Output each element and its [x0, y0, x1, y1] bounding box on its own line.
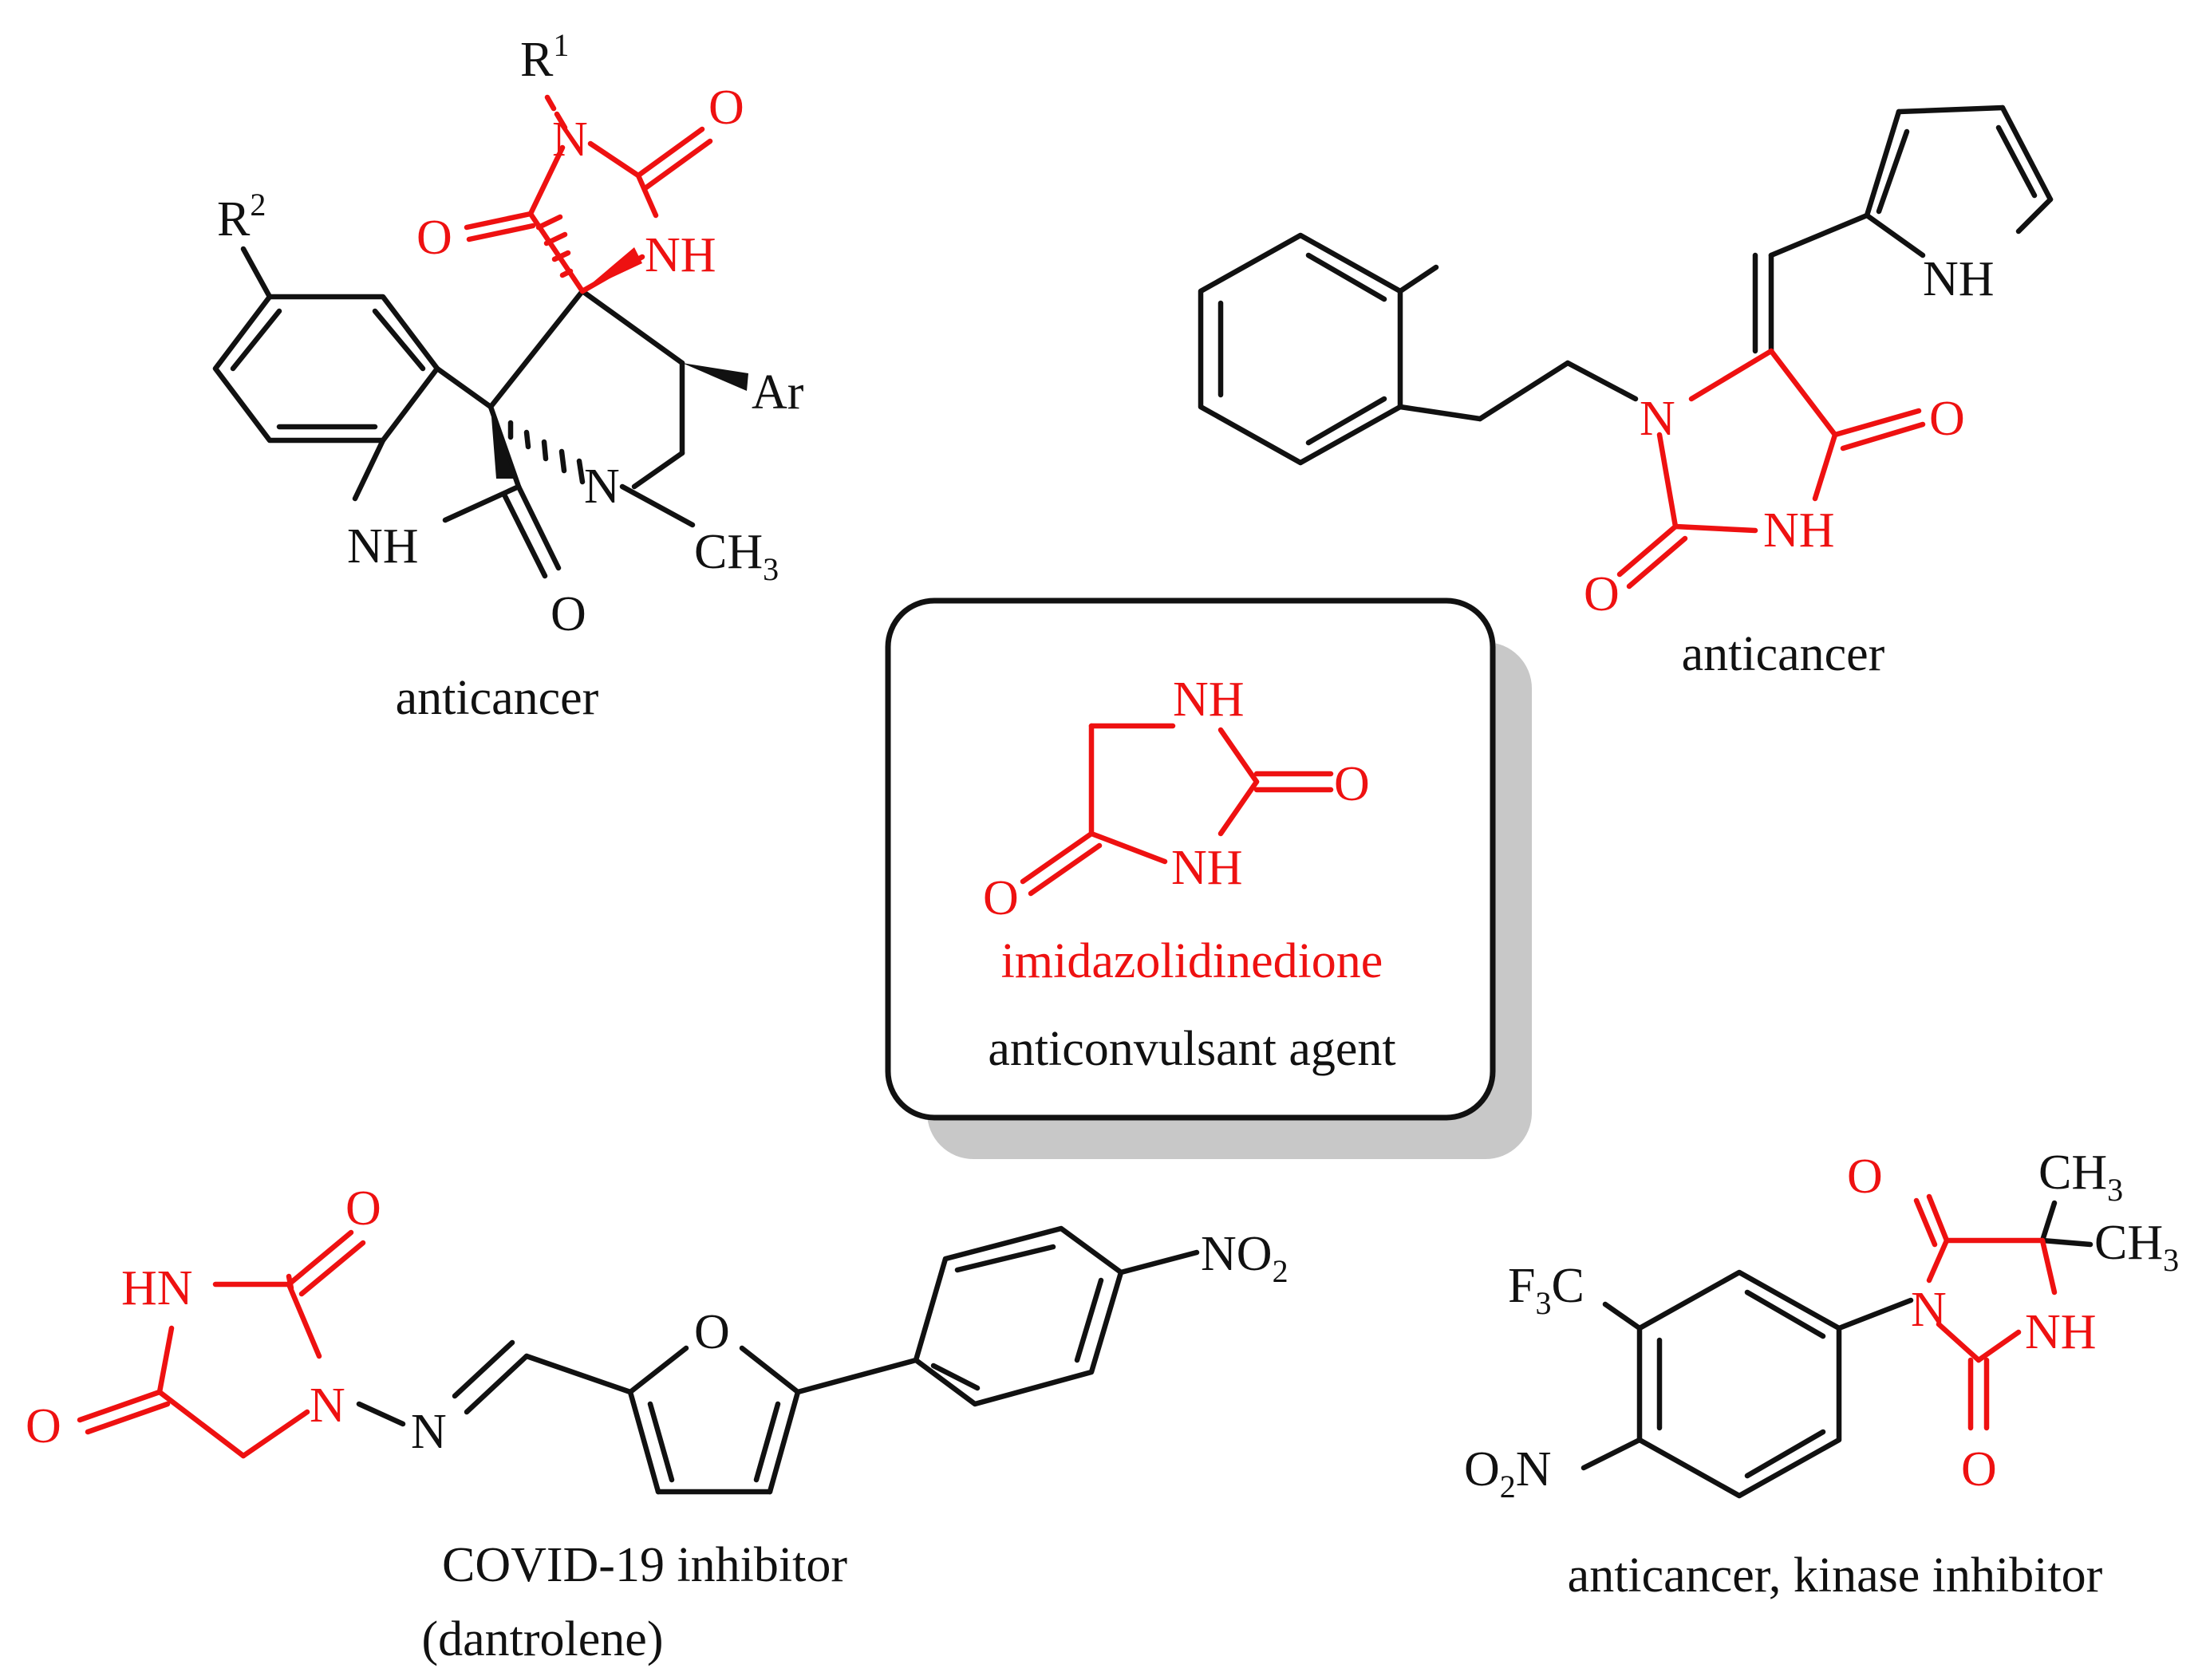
ch3-a-label: CH3	[2038, 1146, 2123, 1208]
top-right-caption: anticancer	[1682, 627, 1885, 681]
bottom-right-hydantoin	[1913, 1193, 2058, 1431]
compound-bottom-right: CH3 CH3 O F3C N NH O2N O anticancer, kin…	[1464, 1146, 2179, 1603]
scaffold-name-label: imidazolidinedione	[1001, 934, 1383, 988]
n-top-label: N	[552, 112, 588, 167]
nh-pyrrole-label: NH	[1923, 252, 1995, 306]
o-left-label: O	[26, 1399, 61, 1453]
wedge-bond-red	[582, 247, 642, 291]
compound-top-right: NH N O NH O anticancer	[1198, 105, 2054, 681]
o-top-label: O	[1847, 1150, 1883, 1204]
box-frame	[885, 597, 1496, 1121]
n-label: N	[1911, 1283, 1947, 1337]
scaffold-nh-top: NH	[1173, 672, 1245, 727]
bottom-left-caption-line2: (dantrolene)	[422, 1612, 664, 1666]
f3c-label: F3C	[1508, 1259, 1584, 1321]
scaffold-activity-label: anticonvulsant agent	[988, 1022, 1395, 1076]
wedge-bond-ar	[682, 363, 748, 391]
o2n-label: O2N	[1464, 1442, 1552, 1505]
n-label: N	[1640, 392, 1675, 446]
o-top-label: O	[345, 1181, 381, 1236]
nh-label: NH	[2025, 1305, 2097, 1359]
compound-top-left: R1 N O O NH R2 Ar N CH3 NH O anticancer	[212, 27, 804, 725]
r2-label: R2	[217, 187, 266, 246]
n-pyrrolidine-label: N	[584, 459, 620, 514]
top-left-caption: anticancer	[396, 671, 599, 725]
hydantoin-core-structure	[1020, 723, 1334, 897]
ch3-b-label: CH3	[2094, 1216, 2179, 1278]
scaffold-o-right: O	[1334, 757, 1370, 811]
n-imine-label: N	[411, 1405, 447, 1459]
ar-label: Ar	[752, 365, 804, 420]
hashed-bond-spiro	[507, 420, 586, 485]
n-ring-label: N	[310, 1378, 345, 1433]
o-right-label: O	[1929, 392, 1965, 446]
oxindole-benzene-ring	[212, 246, 696, 579]
o-left-label: O	[416, 211, 452, 265]
scaffold-o-left: O	[983, 871, 1019, 925]
bottom-right-caption: anticancer, kinase inhibitor	[1568, 1548, 2103, 1603]
phenethyl-chain	[1198, 105, 2054, 466]
nh-ring-label: NH	[645, 228, 716, 282]
o-furan-label: O	[694, 1305, 730, 1359]
aryl-ring	[1581, 1200, 2094, 1499]
center-scaffold-box: NH O NH O imidazolidinedione anticonvuls…	[885, 597, 1532, 1159]
o-top-right-label: O	[708, 81, 744, 135]
scaffold-nh-bottom: NH	[1171, 841, 1243, 895]
o-left-label: O	[1584, 567, 1620, 621]
nh-label: NH	[1763, 503, 1835, 558]
top-right-hydantoin	[1616, 348, 1926, 590]
no2-label: NO2	[1201, 1227, 1288, 1289]
r1-label: R1	[520, 27, 569, 87]
o-bottom-label: O	[551, 587, 586, 641]
o-bottom-label: O	[1961, 1442, 1997, 1497]
wedge-bond-oxindole	[491, 407, 514, 479]
hashed-bond-red	[535, 214, 574, 278]
nh-indole-label: NH	[347, 519, 419, 574]
hn-label: HN	[121, 1261, 193, 1315]
ch3-label: CH3	[694, 525, 779, 587]
dantrolene-hydantoin	[77, 1229, 366, 1459]
compound-bottom-left: O HN O N N O NO2 COVID-19 inhibitor (dan…	[26, 1181, 1288, 1666]
bottom-left-caption-line1: COVID-19 inhibitor	[442, 1538, 847, 1592]
dantrolene-chain	[356, 1225, 1200, 1495]
